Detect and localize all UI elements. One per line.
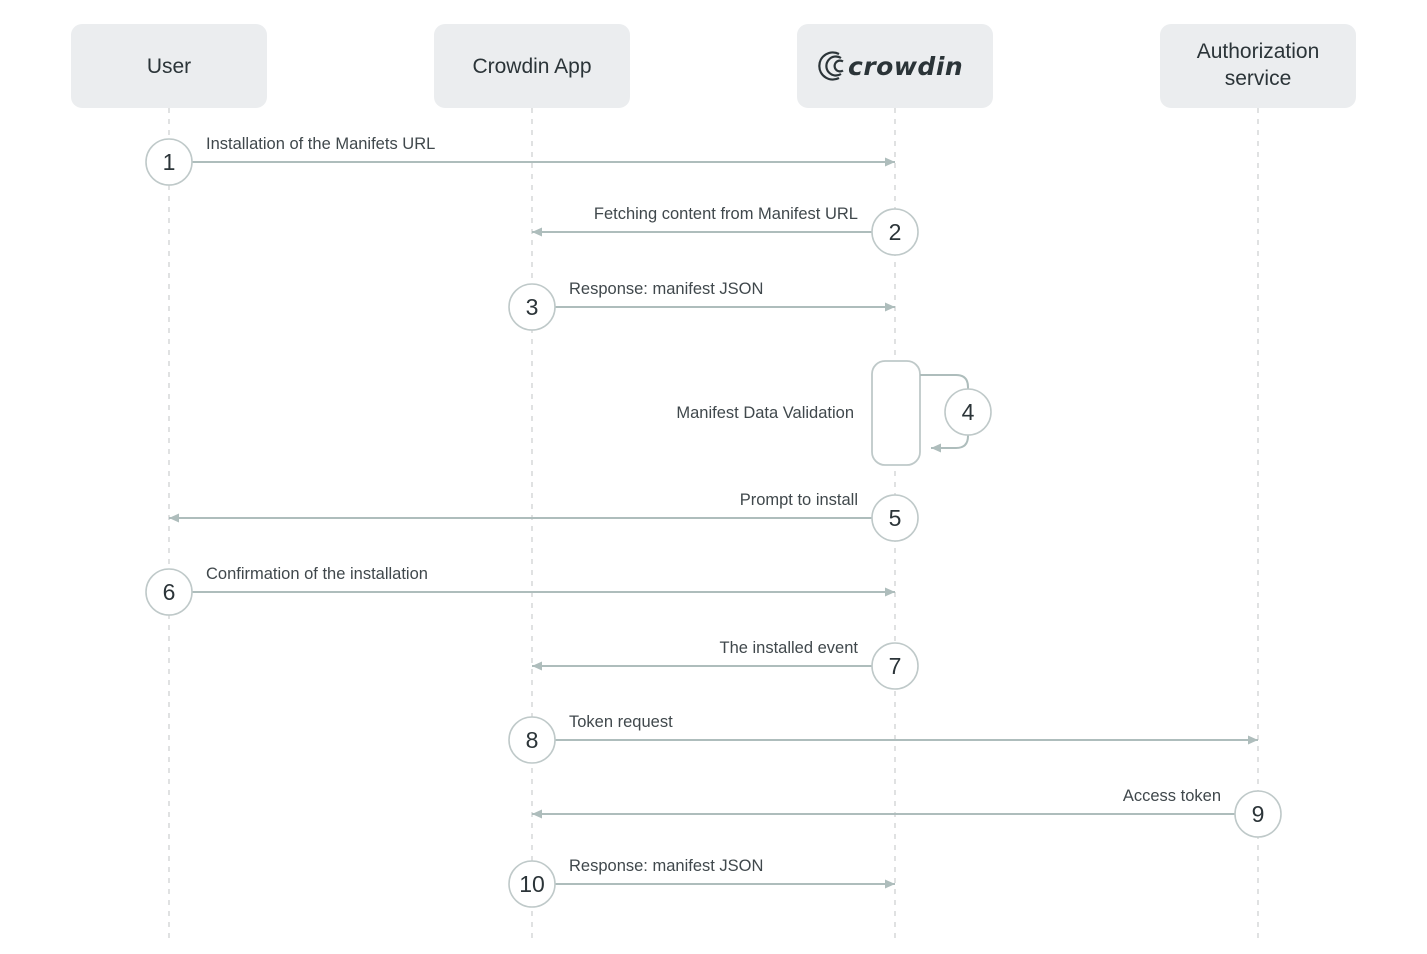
step-number-9: 9 bbox=[1252, 801, 1265, 827]
message-label-7: The installed event bbox=[719, 639, 858, 657]
step-number-8: 8 bbox=[526, 727, 539, 753]
activation-box-crowdin bbox=[871, 360, 921, 466]
step-number-1: 1 bbox=[163, 149, 176, 175]
messages-group: 1 Installation of the Manifets URL 2 Fetchi… bbox=[145, 135, 1282, 908]
step-number-2: 2 bbox=[889, 219, 902, 245]
step-badge-9[interactable] bbox=[1234, 790, 1282, 838]
message-label-1: Installation of the Manifets URL bbox=[206, 135, 435, 153]
step-badge-7[interactable] bbox=[871, 642, 919, 690]
step-number-6: 6 bbox=[163, 579, 176, 605]
step-badge-6[interactable] bbox=[145, 568, 193, 616]
message-label-5: Prompt to install bbox=[740, 491, 858, 509]
step-badge-2[interactable] bbox=[871, 208, 919, 256]
message-step-1[interactable]: 1 Installation of the Manifets URL bbox=[145, 135, 895, 186]
message-step-10[interactable]: 10 Response: manifest JSON bbox=[508, 857, 895, 908]
message-step-2[interactable]: 2 Fetching content from Manifest URL bbox=[532, 205, 919, 256]
step-badge-8[interactable] bbox=[508, 716, 556, 764]
message-label-8: Token request bbox=[569, 713, 673, 731]
step-number-4: 4 bbox=[962, 399, 975, 425]
step-number-7: 7 bbox=[889, 653, 902, 679]
step-number-10: 10 bbox=[519, 871, 545, 897]
actor-header-user[interactable]: User bbox=[71, 24, 267, 108]
message-label-9: Access token bbox=[1123, 787, 1221, 805]
message-label-2: Fetching content from Manifest URL bbox=[594, 205, 858, 223]
crowdin-logo-icon bbox=[818, 51, 844, 81]
message-step-9[interactable]: 9 Access token bbox=[532, 787, 1282, 838]
message-step-5[interactable]: 5 Prompt to install bbox=[169, 491, 919, 542]
message-step-6[interactable]: 6 Confirmation of the installation bbox=[145, 565, 895, 616]
actor-label-crowdin-app: Crowdin App bbox=[472, 55, 591, 78]
step-number-5: 5 bbox=[889, 505, 902, 531]
message-step-7[interactable]: 7 The installed event bbox=[532, 639, 919, 690]
actor-label-user: User bbox=[147, 55, 191, 78]
message-step-3[interactable]: 3 Response: manifest JSON bbox=[508, 280, 895, 331]
actor-header-crowdin-app[interactable]: Crowdin App bbox=[434, 24, 630, 108]
message-label-4: Manifest Data Validation bbox=[676, 404, 854, 422]
step-badge-3[interactable] bbox=[508, 283, 556, 331]
message-step-8[interactable]: 8 Token request bbox=[508, 713, 1258, 764]
actor-header-crowdin[interactable]: crowdin bbox=[797, 24, 993, 108]
message-label-10: Response: manifest JSON bbox=[569, 857, 763, 875]
step-number-3: 3 bbox=[526, 294, 539, 320]
actor-label-crowdin: crowdin bbox=[848, 52, 963, 81]
step-badge-4[interactable] bbox=[944, 388, 992, 436]
message-step-4[interactable]: 4 Manifest Data Validation bbox=[676, 360, 992, 466]
message-label-6: Confirmation of the installation bbox=[206, 565, 428, 583]
step-badge-10[interactable] bbox=[508, 860, 556, 908]
message-label-3: Response: manifest JSON bbox=[569, 280, 763, 298]
step-badge-1[interactable] bbox=[145, 138, 193, 186]
step-badge-5[interactable] bbox=[871, 494, 919, 542]
